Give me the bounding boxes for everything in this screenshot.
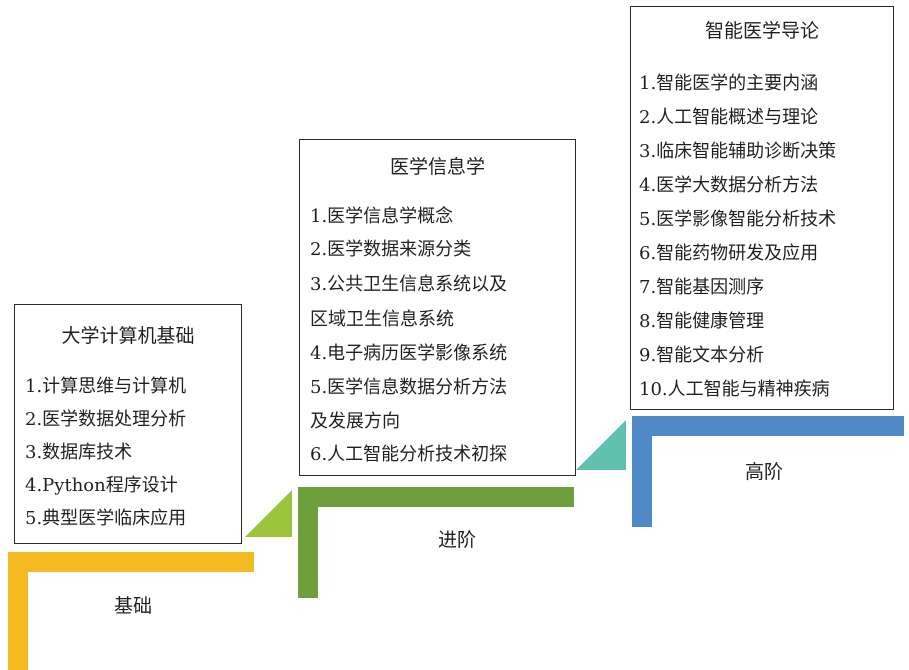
course-box-advanced: 智能医学导论 1.智能医学的主要内涵 2.人工智能概述与理论 3.临床智能辅助诊… [630, 6, 894, 410]
course-topic: 8.智能健康管理 [639, 311, 765, 332]
course-topic: 5.医学影像智能分析技术 [639, 209, 837, 230]
course-topic: 10.人工智能与精神疾病 [639, 379, 830, 400]
course-topic: 1.计算思维与计算机 [25, 376, 187, 397]
course-topic: 5.医学信息数据分析方法 [310, 377, 508, 398]
course-box-basic: 大学计算机基础 1.计算思维与计算机 2.医学数据处理分析 3.数据库技术 4.… [14, 304, 242, 544]
course-box-intermediate: 医学信息学 1.医学信息学概念 2.医学数据来源分类 3.公共卫生信息系统以及 … [299, 139, 576, 476]
course-topic: 4.Python程序设计 [25, 475, 178, 496]
step-intermediate-horizontal [298, 487, 574, 507]
connector-triangle-basic-intermediate [245, 490, 292, 537]
connector-triangle-intermediate-advanced [576, 420, 626, 470]
course-topic: 7.智能基因测序 [639, 277, 765, 298]
course-title: 医学信息学 [389, 156, 485, 178]
course-title: 大学计算机基础 [61, 325, 195, 347]
course-topic: 3.公共卫生信息系统以及 [310, 274, 508, 295]
course-topic: 9.智能文本分析 [639, 345, 765, 366]
course-topic: 2.医学数据处理分析 [25, 409, 187, 430]
course-title: 智能医学导论 [704, 20, 819, 42]
course-topic: 6.智能药物研发及应用 [639, 243, 819, 264]
course-topic: 3.数据库技术 [25, 442, 133, 463]
level-label-intermediate: 进阶 [438, 529, 477, 551]
course-topic: 5.典型医学临床应用 [25, 508, 187, 529]
course-topic: 3.临床智能辅助诊断决策 [639, 141, 837, 162]
step-advanced-horizontal [632, 416, 904, 436]
course-topic: 1.智能医学的主要内涵 [639, 73, 819, 94]
course-topic: 4.电子病历医学影像系统 [310, 343, 508, 364]
step-basic-horizontal [8, 552, 254, 572]
course-topic: 1.医学信息学概念 [310, 206, 454, 227]
step-basic-vertical [8, 552, 28, 670]
course-topic: 6.人工智能分析技术初探 [310, 444, 508, 465]
level-label-advanced: 高阶 [745, 461, 784, 483]
course-topic: 2.医学数据来源分类 [310, 239, 472, 260]
course-topic: 区域卫生信息系统 [310, 309, 454, 330]
course-topic: 2.人工智能概述与理论 [639, 107, 819, 128]
course-topic: 4.医学大数据分析方法 [639, 175, 819, 196]
step-intermediate-vertical [298, 487, 318, 598]
course-topic: 及发展方向 [310, 411, 400, 432]
step-advanced-vertical [632, 416, 652, 527]
level-label-basic: 基础 [114, 595, 153, 617]
